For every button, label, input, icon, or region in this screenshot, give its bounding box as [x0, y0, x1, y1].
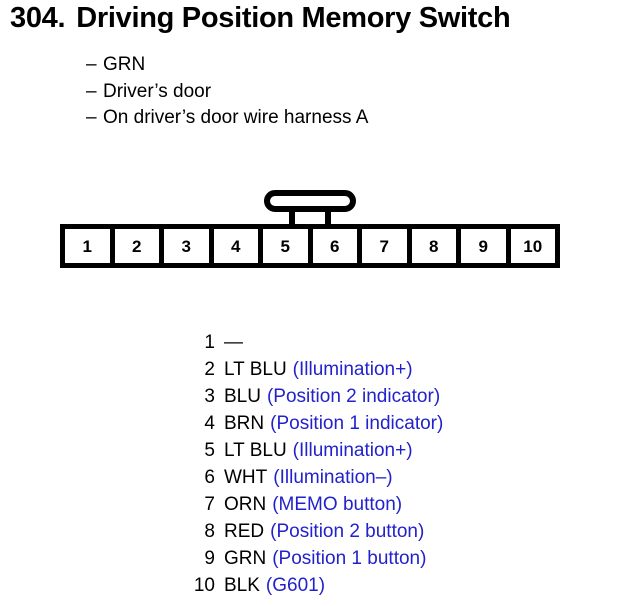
pin-number: 6: [204, 467, 215, 488]
connector-pin-cell-10: 10: [510, 229, 555, 263]
connector-pin-cell-8: 8: [411, 229, 456, 263]
connector-pin-cell-4: 4: [213, 229, 258, 263]
pin-row: 9 GRN(Position 1 button): [189, 545, 443, 572]
connector-pin-cell-3: 3: [164, 229, 209, 263]
pin-description: (MEMO button): [272, 494, 403, 515]
pin-row: 1—: [189, 329, 443, 356]
connector-pin-cell-6: 6: [312, 229, 357, 263]
pin-wire-color: LT BLU: [224, 440, 287, 461]
pin-wire-color: —: [224, 332, 243, 353]
pin-row: 8 RED(Position 2 button): [189, 518, 443, 545]
note-dash-icon: –: [86, 80, 97, 102]
pin-number: 2: [204, 359, 215, 380]
note-item: –Driver’s door: [86, 79, 368, 106]
connector-pin-cell-9: 9: [461, 229, 506, 263]
latch-leg-right: [325, 206, 331, 226]
connector-latch-icon: [264, 190, 356, 226]
connector-pin-cell-5: 5: [263, 229, 308, 263]
page-title-text: Driving Position Memory Switch: [76, 2, 511, 34]
pin-row: 4 BRN(Position 1 indicator): [189, 410, 443, 437]
page-title-number: 304.: [10, 2, 66, 34]
pin-row: 7 ORN(MEMO button): [189, 491, 443, 518]
pin-wire-color: BRN: [224, 413, 265, 434]
note-dash-icon: –: [86, 54, 97, 75]
pin-wire-color: RED: [224, 521, 265, 542]
pin-wire-color: GRN: [224, 548, 267, 569]
pin-number: 9: [204, 548, 215, 569]
note-item: –On driver’s door wire harness A: [86, 105, 368, 132]
pin-number: 8: [204, 521, 215, 542]
pin-wire-color: LT BLU: [224, 359, 287, 380]
pin-row: 5 LT BLU(Illumination+): [189, 437, 443, 464]
pin-row: 2 LT BLU(Illumination+): [189, 356, 443, 383]
note-item-label: On driver’s door wire harness A: [103, 107, 369, 128]
pin-row: 3 BLU(Position 2 indicator): [189, 383, 443, 410]
pin-number: 3: [204, 386, 215, 407]
pin-wire-color: WHT: [224, 467, 268, 488]
pin-description: (Position 1 button): [272, 548, 427, 569]
pin-number: 7: [204, 494, 215, 515]
note-item-label: Driver’s door: [103, 80, 212, 102]
pin-description: (Position 1 indicator): [270, 413, 444, 434]
note-item: –GRN: [86, 52, 368, 79]
latch-pill-shape: [264, 190, 356, 212]
pin-number: 1: [204, 332, 215, 353]
pin-wire-color: BLK: [224, 575, 260, 596]
pin-description: (G601): [265, 575, 326, 596]
pin-description: (Illumination+): [292, 359, 413, 380]
pin-number: 5: [204, 440, 215, 461]
note-dash-icon: –: [86, 107, 97, 128]
pin-row: 10 BLK(G601): [189, 572, 443, 599]
pin-description: (Position 2 indicator): [266, 386, 441, 407]
pin-description: (Illumination–): [273, 467, 393, 488]
pin-number: 4: [204, 413, 215, 434]
pin-wire-color: ORN: [224, 494, 267, 515]
pin-description: (Position 2 button): [270, 521, 425, 542]
pin-number: 10: [193, 575, 215, 596]
page-title: 304. Driving Position Memory Switch: [10, 2, 511, 35]
connector-pin-cell-7: 7: [362, 229, 407, 263]
pin-wire-color: BLU: [224, 386, 261, 407]
note-item-label: GRN: [103, 54, 146, 75]
pin-row: 6 WHT(Illumination–): [189, 464, 443, 491]
pin-description: (Illumination+): [292, 440, 413, 461]
connector-pin-cell-1: 1: [65, 229, 110, 263]
connector-pin-cell-2: 2: [114, 229, 159, 263]
latch-leg-left: [289, 206, 295, 226]
notes-list: –GRN–Driver’s door–On driver’s door wire…: [86, 52, 368, 132]
